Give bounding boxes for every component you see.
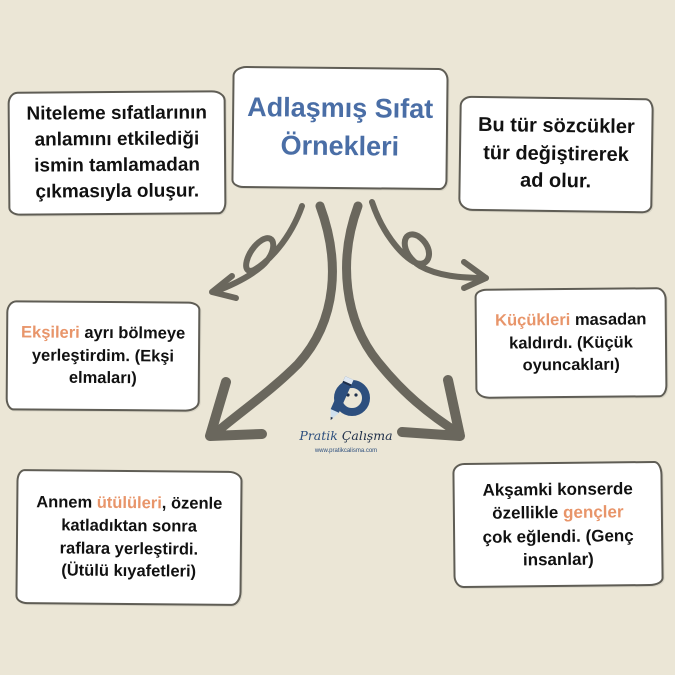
example-text: insanlar) — [522, 549, 594, 570]
example-text: kaldırdı. (Küçük — [509, 333, 633, 353]
title-line-2: Örnekleri — [280, 130, 400, 162]
example-text: elmaları) — [68, 369, 137, 388]
brand-logo: Pratik Çalışma www.pratikcalisma.com — [296, 370, 396, 465]
highlight-word: ütülüleri — [96, 494, 162, 513]
arrowhead-right-small-icon — [461, 259, 489, 291]
loop-arrow-left-icon — [211, 203, 305, 295]
brand-name-first: Pratik — [299, 428, 338, 443]
highlight-word: Ekşileri — [20, 323, 80, 342]
definition-right-line: Bu tür sözcükler — [477, 114, 635, 139]
example-box-gencler: Akşamki konserde özellikle gençler çok e… — [452, 460, 664, 589]
definition-left-line: çıkmasıyla oluşur. — [35, 180, 200, 203]
curve-arrow-bottom-right-icon — [342, 201, 465, 439]
definition-right-line: tür değiştirerek — [483, 141, 629, 166]
example-box-kucukleri: Küçükleri masadan kaldırdı. (Küçük oyunc… — [474, 287, 668, 399]
example-text: raflara yerleştirdi. — [59, 538, 199, 559]
brand-name-second: Çalışma — [341, 428, 393, 443]
definition-right-line: ad olur. — [519, 169, 592, 193]
example-text: ayrı bölmeye — [79, 323, 186, 343]
arrowhead-bottom-right-icon — [397, 375, 465, 441]
highlight-word: Küçükleri — [495, 311, 571, 330]
example-text: Akşamki konserde — [482, 479, 633, 500]
definition-left-line: anlamını etkilediği — [34, 128, 200, 151]
curve-arrow-bottom-left-icon — [207, 201, 337, 441]
arrowhead-left-small-icon — [209, 273, 239, 301]
title-line-1: Adlaşmış Sıfat — [247, 92, 434, 125]
example-text: , özenle — [161, 494, 223, 514]
definition-box-right: Bu tür sözcükler tür değiştirerek ad olu… — [458, 95, 654, 214]
definition-left-line: ismin tamlamadan — [34, 154, 201, 177]
title-box: Adlaşmış Sıfat Örnekleri — [231, 65, 449, 191]
highlight-word: gençler — [562, 502, 624, 523]
loop-arrow-right-icon — [369, 199, 489, 281]
example-box-utuluieri: Annem ütülüleri, özenle katladıktan sonr… — [15, 469, 243, 606]
definition-left-line: Niteleme sıfatlarının — [26, 102, 208, 125]
brand-name: Pratik Çalışma — [296, 428, 396, 443]
example-text: masadan — [570, 310, 647, 330]
example-text: Annem — [36, 493, 97, 513]
example-text: çok eğlendi. (Genç — [482, 525, 634, 547]
definition-box-left: Niteleme sıfatlarının anlamını etkilediğ… — [7, 90, 227, 216]
brand-url: www.pratikcalisma.com — [314, 448, 378, 454]
arrowhead-bottom-left-icon — [205, 377, 267, 441]
example-text: (Ütülü kıyafetleri) — [61, 561, 197, 581]
example-text: yerleştirdim. (Ekşi — [31, 346, 175, 366]
example-text: katladıktan sonra — [61, 516, 198, 536]
pencil-p-logo-icon — [330, 376, 370, 421]
example-text: oyuncakları) — [522, 355, 620, 375]
example-box-eksileri: Ekşileri ayrı bölmeye yerleştirdim. (Ekş… — [5, 300, 201, 412]
example-text: özellikle — [492, 503, 564, 523]
